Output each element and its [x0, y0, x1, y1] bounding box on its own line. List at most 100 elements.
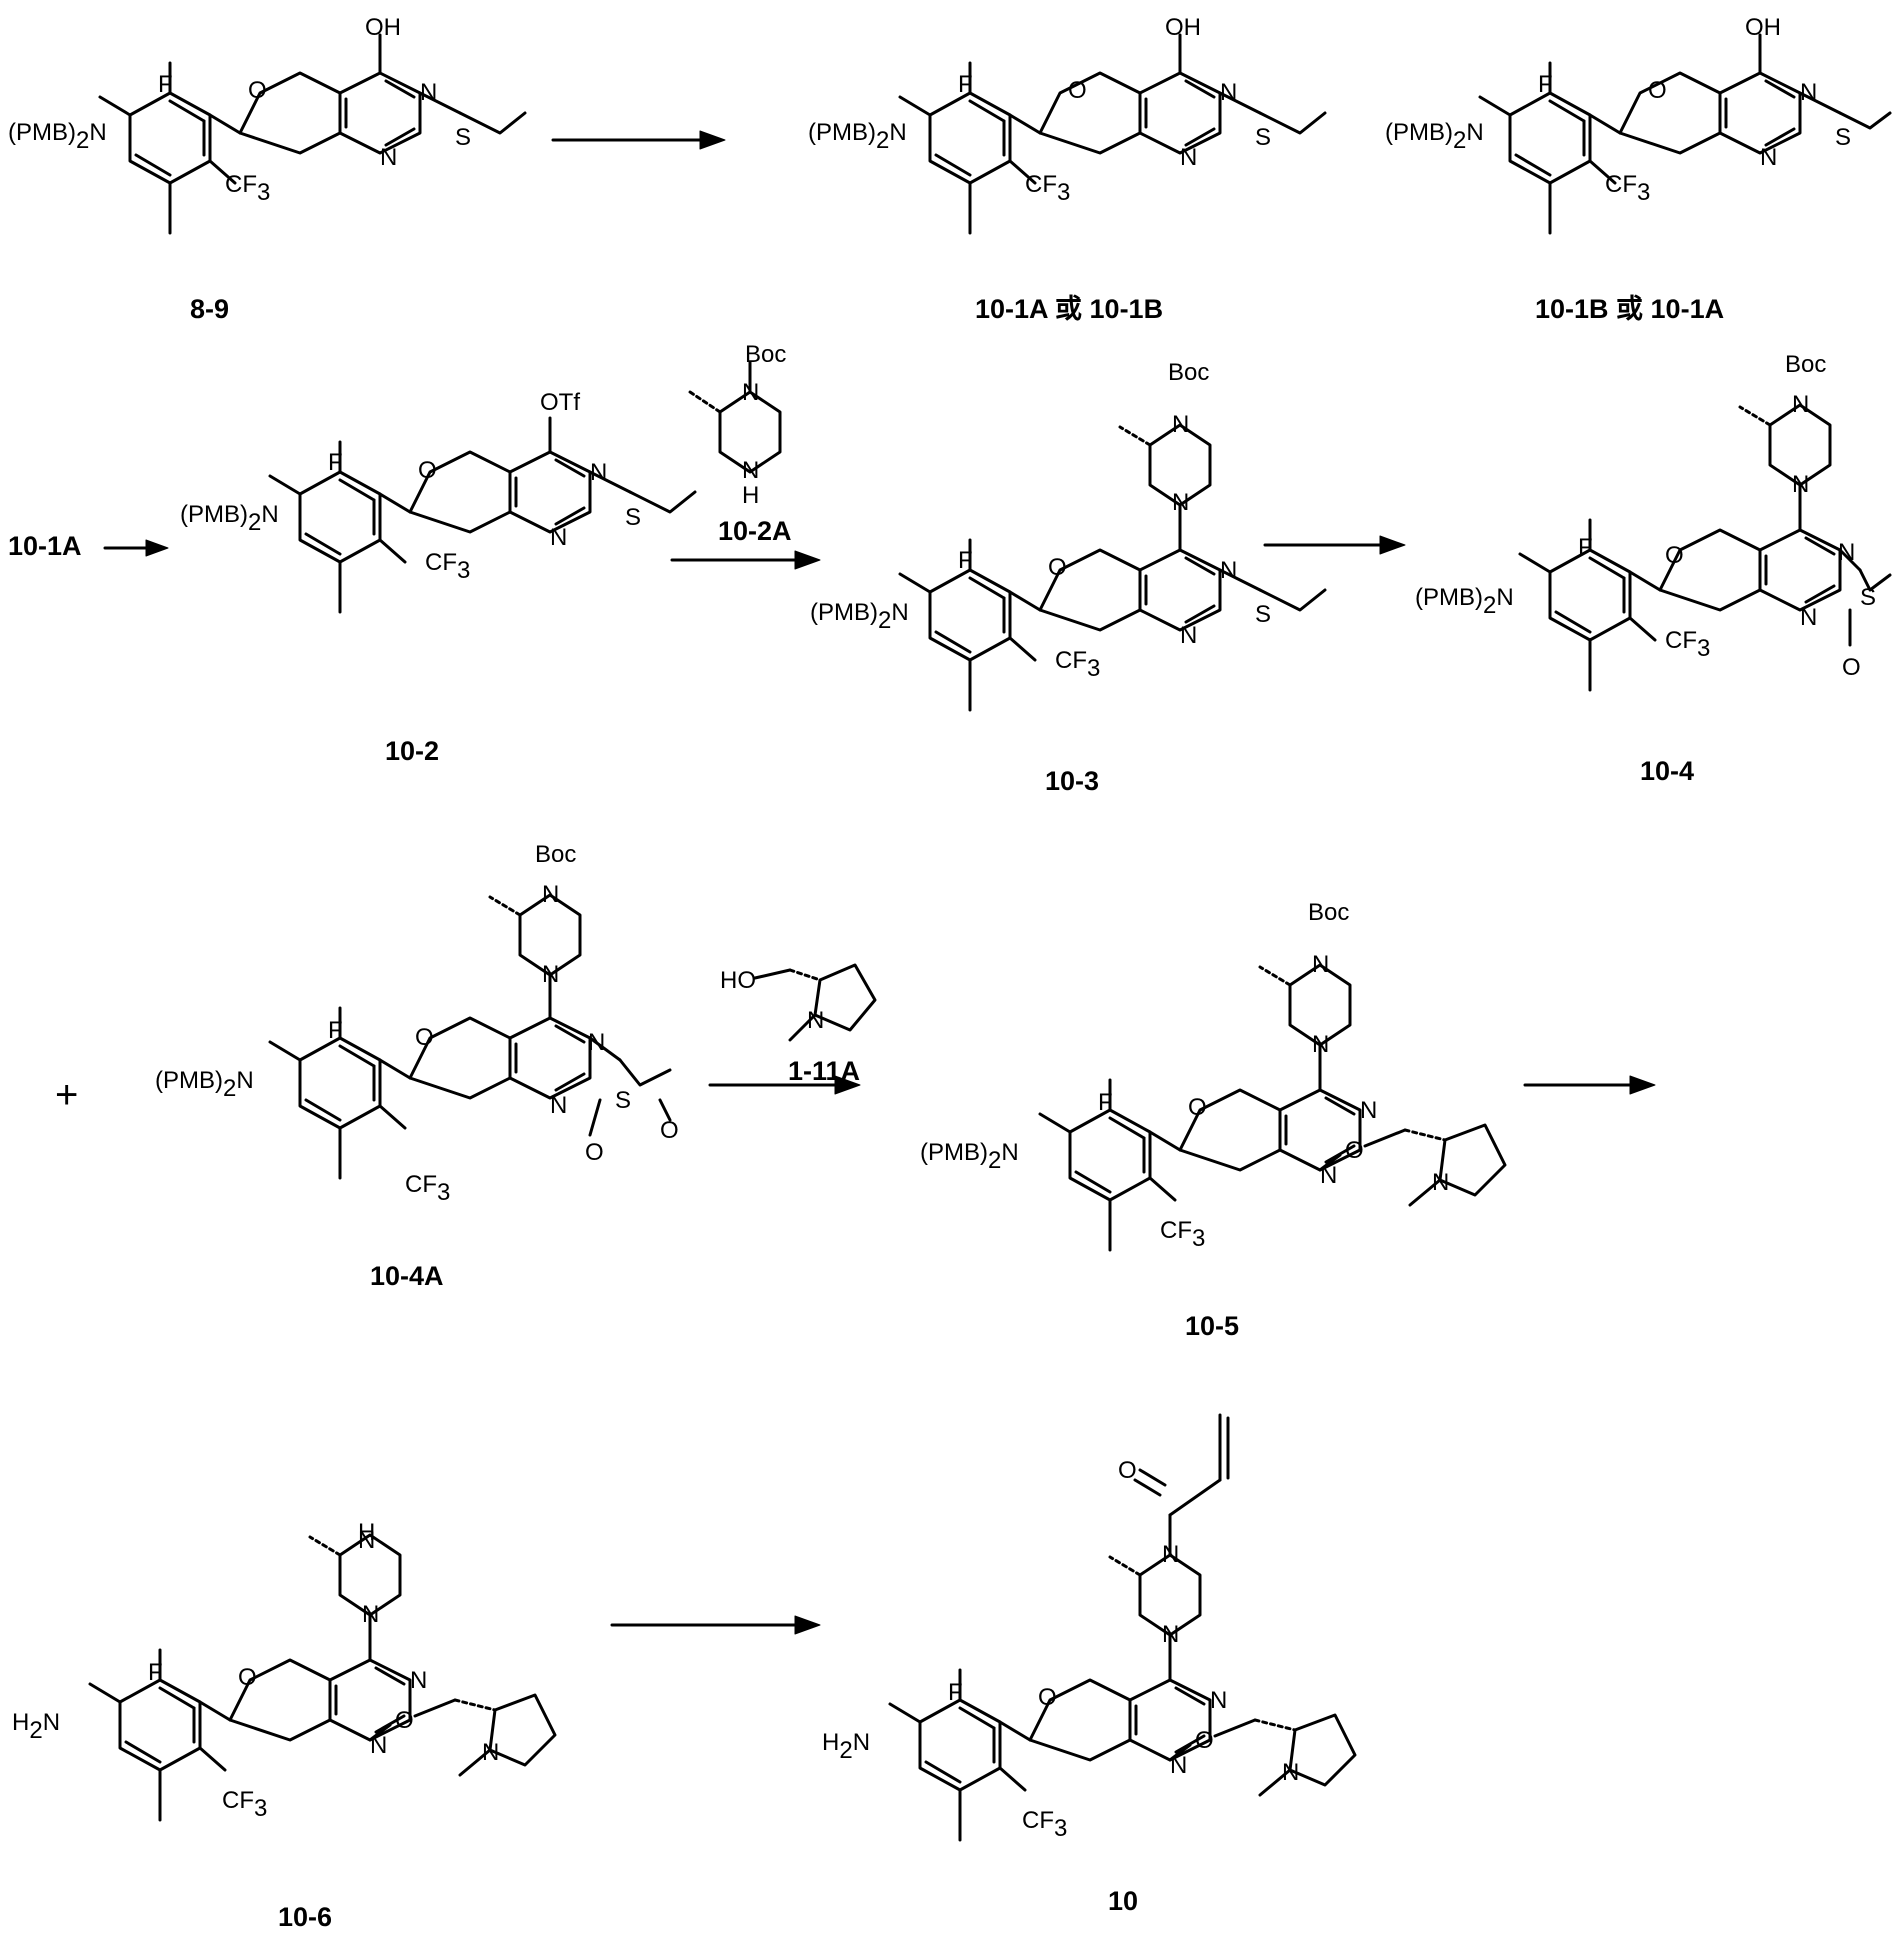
- oxygen-label: O: [248, 77, 267, 104]
- nitrogen-label: N: [1180, 622, 1197, 649]
- cf3-label: CF3: [1665, 627, 1710, 662]
- oxygen-label: O: [395, 1707, 414, 1734]
- hydrogen-label: H: [742, 482, 759, 509]
- oxygen-label: O: [1038, 1684, 1057, 1711]
- reaction-arrow: [105, 540, 168, 556]
- pmb2n-label: (PMB)2N: [920, 1139, 1019, 1174]
- fluorine-label: F: [948, 1679, 963, 1706]
- fluorine-label: F: [1098, 1089, 1113, 1116]
- nitrogen-label: N: [1360, 1097, 1377, 1124]
- reaction-arrow: [1265, 536, 1405, 554]
- nitrogen-label: N: [1312, 1031, 1329, 1058]
- compound-label-10-2: 10-2: [385, 736, 439, 766]
- pmb2n-label: (PMB)2N: [1385, 119, 1484, 154]
- pmb2n-label: (PMB)2N: [810, 599, 909, 634]
- fluorine-label: F: [1578, 534, 1593, 561]
- oxygen-label: O: [1842, 654, 1861, 681]
- cf3-label: CF3: [1160, 1217, 1205, 1252]
- hydroxyl-label: OH: [365, 14, 401, 41]
- compound-label-10-1ab: 10-1A 或 10-1B: [975, 294, 1163, 324]
- cf3-label: CF3: [425, 549, 470, 584]
- oxygen-label: O: [1118, 1457, 1137, 1484]
- oxygen-label: O: [418, 457, 437, 484]
- pmb2n-label: (PMB)2N: [808, 119, 907, 154]
- compound-label-10-4: 10-4: [1640, 756, 1694, 786]
- nitrogen-label: N: [1220, 557, 1237, 584]
- reagent-10-2a-structure: [690, 362, 780, 472]
- nitrogen-label: N: [362, 1601, 379, 1628]
- oxygen-label: O: [585, 1139, 604, 1166]
- reaction-arrow: [1525, 1076, 1655, 1094]
- cf3-label: CF3: [405, 1171, 450, 1206]
- cf3-label: CF3: [222, 1787, 267, 1822]
- fluorine-label: F: [148, 1659, 163, 1686]
- compound-label-10-6: 10-6: [278, 1902, 332, 1932]
- nitrogen-label: N: [1172, 411, 1189, 438]
- nitrogen-label: N: [1760, 144, 1777, 171]
- hydroxyl-label: HO: [720, 967, 756, 994]
- boc-label: Boc: [1785, 351, 1826, 378]
- boc-label: Boc: [1308, 899, 1349, 926]
- nitrogen-label: N: [370, 1732, 387, 1759]
- boc-label: Boc: [1168, 359, 1209, 386]
- boc-label: Boc: [745, 341, 786, 368]
- nitrogen-label: N: [1162, 1621, 1179, 1648]
- nitrogen-label: N: [590, 459, 607, 486]
- nitrogen-label: N: [550, 1092, 567, 1119]
- hydroxyl-label: OH: [1745, 14, 1781, 41]
- pmb2n-label: (PMB)2N: [1415, 584, 1514, 619]
- nitrogen-label: N: [1210, 1687, 1227, 1714]
- cf3-label: CF3: [225, 171, 270, 206]
- reaction-arrow: [553, 131, 725, 149]
- h2n-label: H2N: [822, 1729, 870, 1764]
- nitrogen-label: N: [588, 1029, 605, 1056]
- reaction-arrow: [672, 551, 820, 569]
- fluorine-label: F: [328, 449, 343, 476]
- nitrogen-label: N: [1162, 1541, 1179, 1568]
- reaction-arrow: [612, 1616, 820, 1634]
- oxygen-label: O: [1345, 1137, 1364, 1164]
- nitrogen-label: N: [358, 1527, 375, 1554]
- boc-label: Boc: [535, 841, 576, 868]
- nitrogen-label: N: [1320, 1162, 1337, 1189]
- fluorine-label: F: [158, 71, 173, 98]
- oxygen-label: O: [1648, 77, 1667, 104]
- pmb2n-label: (PMB)2N: [180, 501, 279, 536]
- nitrogen-label: N: [550, 524, 567, 551]
- sulfur-label: S: [1860, 584, 1876, 611]
- nitrogen-label: N: [1838, 539, 1855, 566]
- nitrogen-label: N: [1180, 144, 1197, 171]
- nitrogen-label: N: [1170, 1752, 1187, 1779]
- hydroxyl-label: OH: [1165, 14, 1201, 41]
- fluorine-label: F: [958, 71, 973, 98]
- oxygen-label: O: [1048, 554, 1067, 581]
- nitrogen-label: N: [742, 457, 759, 484]
- oxygen-label: O: [1665, 542, 1684, 569]
- nitrogen-label: N: [410, 1667, 427, 1694]
- nitrogen-label: N: [1172, 489, 1189, 516]
- nitrogen-label: N: [420, 79, 437, 106]
- plus-sign: +: [55, 1073, 78, 1117]
- compound-label-10-4a: 10-4A: [370, 1261, 444, 1291]
- sulfur-label: S: [1835, 124, 1851, 151]
- nitrogen-label: N: [380, 144, 397, 171]
- nitrogen-label: N: [1312, 951, 1329, 978]
- sulfur-label: S: [625, 504, 641, 531]
- compound-label-10-2a: 10-2A: [718, 516, 792, 546]
- compound-label-8-9: 8-9: [190, 294, 229, 324]
- cf3-label: CF3: [1022, 1807, 1067, 1842]
- sulfur-label: S: [455, 124, 471, 151]
- nitrogen-label: N: [1220, 79, 1237, 106]
- nitrogen-label: N: [482, 1739, 499, 1766]
- pmb2n-label: (PMB)2N: [155, 1067, 254, 1102]
- nitrogen-label: N: [1432, 1169, 1449, 1196]
- compound-label-10-1a-start: 10-1A: [8, 531, 82, 561]
- sulfur-label: S: [1255, 601, 1271, 628]
- compound-label-10-3: 10-3: [1045, 766, 1099, 796]
- oxygen-label: O: [1068, 77, 1087, 104]
- cf3-label: CF3: [1055, 647, 1100, 682]
- compound-label-10-1ba: 10-1B 或 10-1A: [1535, 294, 1724, 324]
- nitrogen-label: N: [542, 881, 559, 908]
- nitrogen-label: N: [1800, 79, 1817, 106]
